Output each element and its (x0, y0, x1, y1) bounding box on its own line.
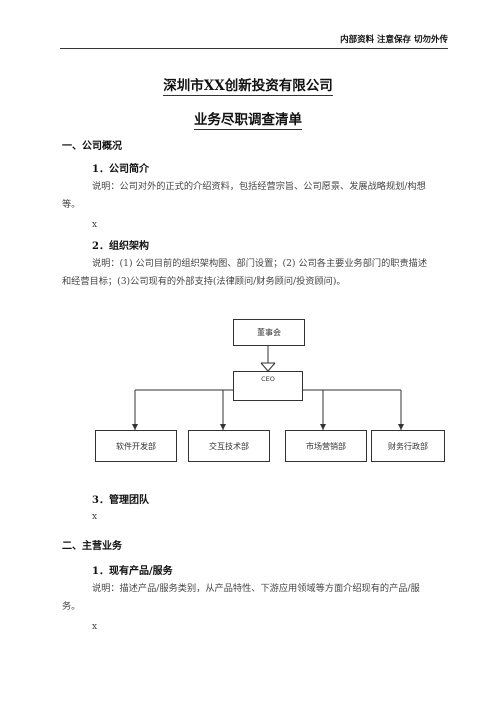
management-team-value: x (92, 512, 98, 522)
subheading-products-services: 1．现有产品/服务 (92, 566, 173, 577)
org-node-board: 董事会 (233, 319, 305, 346)
subheading-company-intro: 1．公司简介 (92, 164, 149, 175)
company-intro-description: 说明：公司对外的正式的介绍资料，包括经营宗旨、公司愿景、发展战略规划/构想等。 (62, 181, 426, 210)
section-heading-overview: 一、公司概况 (62, 141, 122, 152)
org-node-finance-admin: 财务行政部 (371, 430, 445, 462)
products-services-description: 说明：描述产品/服务类别，从产品特性、下游应用领域等方面介绍现有的产品/服务。 (62, 583, 420, 612)
org-node-interaction-tech: 交互技术部 (188, 430, 270, 462)
org-node-ceo: CEO (233, 371, 303, 401)
subheading-management-team: 3．管理团队 (92, 495, 149, 506)
subheading-org-structure: 2．组织架构 (92, 241, 149, 252)
company-title: 深圳市XX创新投资有限公司 (0, 74, 496, 96)
document-subtitle: 业务尽职调查清单 (0, 108, 496, 130)
org-structure-description: 说明：(1) 公司目前的组织架构图、部门设置；(2) 公司各主要业务部门的职责描… (62, 258, 428, 287)
header-rule (60, 48, 448, 49)
company-intro-value: x (92, 220, 98, 230)
company-title-text: 深圳市XX创新投资有限公司 (163, 78, 333, 96)
org-node-marketing: 市场营销部 (285, 430, 367, 462)
org-node-software-dev: 软件开发部 (95, 430, 177, 462)
document-subtitle-text: 业务尽职调查清单 (194, 112, 302, 130)
section-heading-main-business: 二、主营业务 (62, 541, 122, 552)
confidential-note: 内部资料 注意保存 切勿外传 (340, 35, 448, 45)
products-services-value: x (92, 622, 98, 632)
